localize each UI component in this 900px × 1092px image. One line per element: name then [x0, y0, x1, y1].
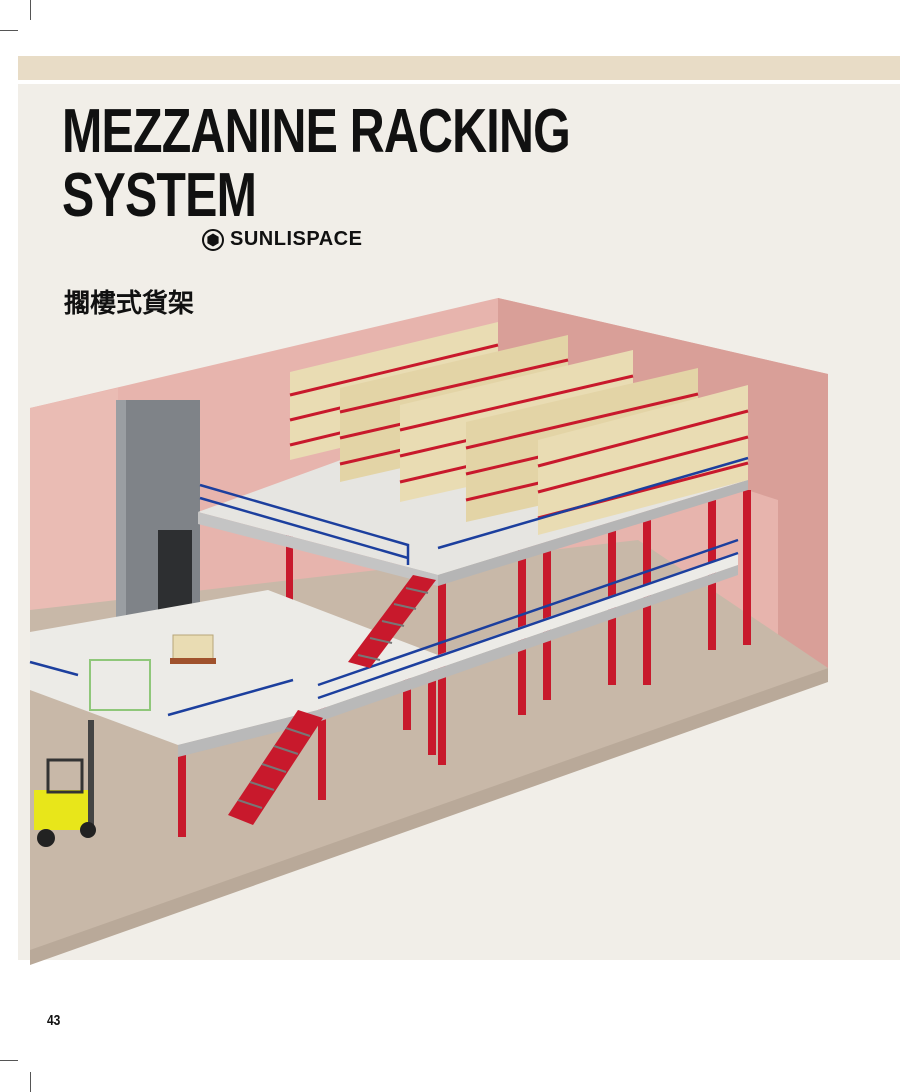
page-subtitle: 擱樓式貨架: [64, 289, 195, 319]
floor-edge: [30, 668, 828, 965]
page-number: 43: [47, 1012, 61, 1029]
staircase-upper: [348, 575, 436, 668]
brand-name: SUNLISPACE: [230, 228, 363, 250]
brand-logo: SUNLISPACE: [202, 228, 362, 251]
header-band: [18, 56, 900, 80]
pallet-box: [172, 634, 214, 661]
crop-mark-bottom: [30, 1072, 31, 1092]
hexagon-logo-icon: [202, 228, 224, 251]
cage-cart: [89, 659, 151, 711]
title-line-1: MEZZANINE RACKING: [62, 97, 571, 166]
mezzanine-illustration: [29, 298, 828, 965]
crop-mark-top: [30, 0, 31, 20]
crop-mark-bottom-left: [0, 1060, 18, 1061]
staircase-lower: [228, 710, 323, 825]
left-wall: [30, 388, 118, 668]
safety-railings: [29, 456, 749, 717]
forklift: [34, 720, 96, 847]
crop-mark-top-left: [0, 30, 18, 31]
page-title: MEZZANINE RACKING SYSTEM: [62, 97, 571, 230]
title-line-2: SYSTEM: [62, 161, 257, 230]
racking-rows: [289, 322, 749, 535]
